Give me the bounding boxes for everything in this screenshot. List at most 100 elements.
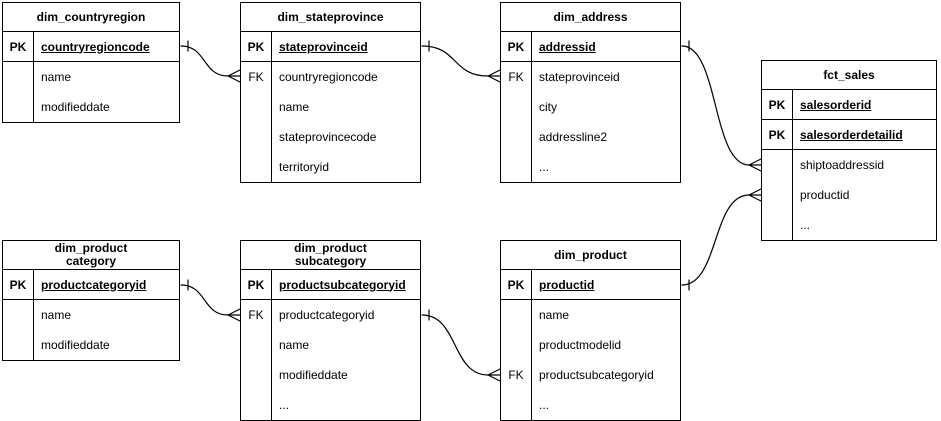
field-name: stateprovinceid xyxy=(539,70,620,84)
field-name: modifieddate xyxy=(279,368,348,382)
field-name: productsubcategoryid xyxy=(279,277,406,292)
table-title: fct_sales xyxy=(762,61,936,90)
connector-stateprovince-to-address xyxy=(421,40,501,83)
connector-category-to-subcategory xyxy=(180,279,241,322)
cardinality-many-crowfoot xyxy=(487,368,501,382)
edge-line xyxy=(421,45,489,77)
field-name: name xyxy=(539,308,570,322)
key-column-divider xyxy=(33,32,34,122)
field-name: salesorderid xyxy=(800,97,872,112)
field-name: productid xyxy=(800,188,850,202)
key-tag: FK xyxy=(248,308,264,322)
key-column-divider xyxy=(531,270,532,420)
table-row: stateprovincecode xyxy=(241,122,420,152)
table-row: name xyxy=(241,330,420,360)
table-title: dim_product xyxy=(501,241,680,270)
field-name: productsubcategoryid xyxy=(539,368,654,382)
key-tag: PK xyxy=(247,39,265,54)
field-name: ... xyxy=(279,398,290,412)
table-row: name xyxy=(501,300,680,330)
connector-countryregion-to-stateprovince xyxy=(180,40,241,83)
table-row: PK productcategoryid xyxy=(3,270,179,300)
table-row: name xyxy=(3,62,179,92)
table-row: productid xyxy=(762,180,936,210)
field-name: ... xyxy=(539,160,550,174)
key-tag: PK xyxy=(507,39,525,54)
key-tag: FK xyxy=(508,70,524,84)
table-row: PK productsubcategoryid xyxy=(241,270,420,300)
field-name: productid xyxy=(539,277,595,292)
table-row: FK stateprovinceid xyxy=(501,62,680,92)
field-name: modifieddate xyxy=(41,338,110,352)
key-column-divider xyxy=(33,270,34,360)
table-row: productmodelid xyxy=(501,330,680,360)
table-row: PK stateprovinceid xyxy=(241,32,420,62)
table-row: name xyxy=(3,300,179,330)
key-tag: PK xyxy=(9,277,27,292)
field-name: productcategoryid xyxy=(279,308,375,322)
cardinality-many-crowfoot xyxy=(487,69,501,83)
table-row: modifieddate xyxy=(3,330,179,360)
field-name: countryregioncode xyxy=(279,70,378,84)
field-name: stateprovinceid xyxy=(279,39,368,54)
key-tag: FK xyxy=(248,70,264,84)
field-name: name xyxy=(41,308,72,322)
table-title: dim_countryregion xyxy=(3,3,179,32)
table-row: PK salesorderid xyxy=(762,90,936,120)
field-name: stateprovincecode xyxy=(279,130,377,144)
key-column-divider xyxy=(271,32,272,182)
table-row: PK salesorderdetailid xyxy=(762,120,936,150)
edge-line xyxy=(681,45,750,166)
table-row: FK countryregioncode xyxy=(241,62,420,92)
connector-product-to-fctsales xyxy=(681,188,762,291)
field-name: shiptoaddressid xyxy=(800,158,885,172)
key-tag: PK xyxy=(507,277,525,292)
field-name: salesorderdetailid xyxy=(800,127,903,142)
field-name: productcategoryid xyxy=(41,277,147,292)
key-tag: FK xyxy=(508,368,524,382)
edge-line xyxy=(421,314,489,376)
table-row: PK addressid xyxy=(501,32,680,62)
table-row: ... xyxy=(762,210,936,240)
table-row: FK productcategoryid xyxy=(241,300,420,330)
key-column-divider xyxy=(271,270,272,420)
field-name: ... xyxy=(800,218,811,232)
table-title: dim_address xyxy=(501,3,680,32)
table-row: PK productid xyxy=(501,270,680,300)
field-name: addressline2 xyxy=(539,130,608,144)
table-title: dim_product subcategory xyxy=(241,241,420,270)
table-row: ... xyxy=(501,152,680,182)
table-row: ... xyxy=(501,390,680,420)
table-row: city xyxy=(501,92,680,122)
key-column-divider xyxy=(531,32,532,182)
table-row: modifieddate xyxy=(241,360,420,390)
cardinality-many-crowfoot xyxy=(227,308,241,322)
connector-address-to-fctsales xyxy=(681,40,762,172)
key-tag: PK xyxy=(768,127,786,142)
field-name: addressid xyxy=(539,39,596,54)
table-row: territoryid xyxy=(241,152,420,182)
key-tag: PK xyxy=(247,277,265,292)
field-name: productmodelid xyxy=(539,338,622,352)
field-name: modifieddate xyxy=(41,100,110,114)
key-tag: PK xyxy=(768,97,786,112)
table-row: addressline2 xyxy=(501,122,680,152)
table-title: dim_stateprovince xyxy=(241,3,420,32)
table-row: name xyxy=(241,92,420,122)
field-name: city xyxy=(539,100,557,114)
table-row: modifieddate xyxy=(3,92,179,122)
edge-line xyxy=(681,194,750,286)
table-row: shiptoaddressid xyxy=(762,150,936,180)
key-tag: PK xyxy=(9,39,27,54)
cardinality-many-crowfoot xyxy=(227,69,241,83)
cardinality-many-crowfoot xyxy=(748,158,762,172)
